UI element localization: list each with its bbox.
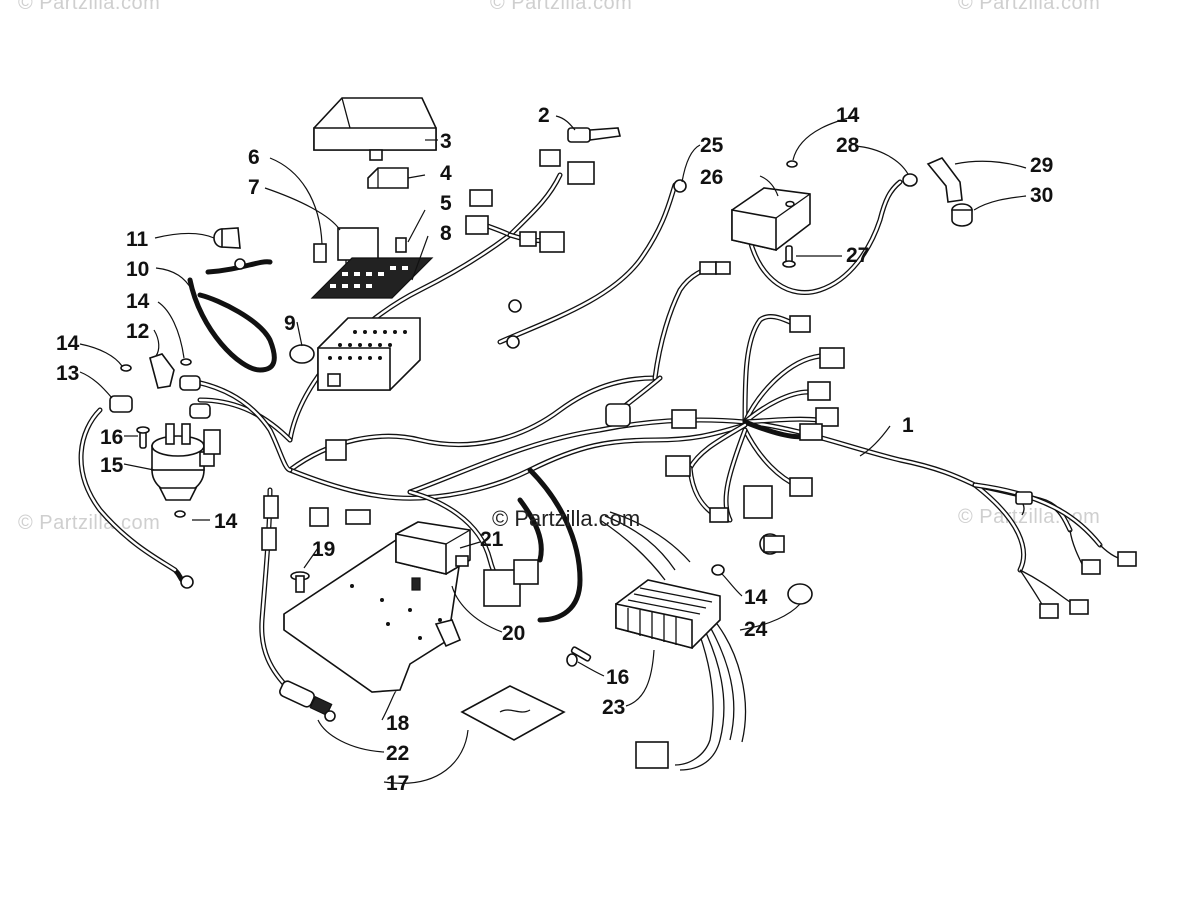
connector-b — [567, 161, 595, 185]
relay-21 — [395, 521, 471, 576]
connector-2 — [567, 127, 621, 143]
callout-24: 24 — [744, 618, 768, 641]
callout-3: 3 — [440, 130, 452, 153]
clip-ring — [289, 344, 315, 364]
callout-29: 29 — [1030, 154, 1053, 177]
parts — [109, 97, 1137, 769]
callout-20: 20 — [502, 622, 525, 645]
right-connectors — [605, 261, 845, 555]
callout-14-left: 14 — [56, 332, 80, 355]
voltage-regulator — [615, 579, 721, 650]
washer-14-left — [120, 364, 132, 372]
callout-13: 13 — [56, 362, 79, 385]
callout-1: 1 — [902, 414, 914, 437]
callout-7: 7 — [248, 176, 260, 199]
watermark-center: © Partzilla.com — [492, 506, 640, 531]
callout-22: 22 — [386, 742, 409, 765]
callout-26: 26 — [700, 166, 723, 189]
connector-e — [519, 231, 537, 247]
left-connectors — [203, 429, 371, 551]
push-rivet-19 — [290, 571, 310, 593]
terminal-boot-12 — [149, 353, 175, 389]
terminal-boot — [213, 227, 241, 249]
clip-24 — [787, 583, 813, 605]
callout-21: 21 — [480, 528, 504, 551]
callout-numbers: 1 2 3 4 5 6 7 8 9 10 11 12 13 14 14 14 1… — [56, 104, 1053, 795]
sleeve-28 — [902, 173, 918, 187]
fuse-box-cover — [313, 97, 437, 161]
fuse-block-base — [317, 317, 421, 391]
callout-9: 9 — [284, 312, 296, 335]
connector-d — [465, 215, 489, 235]
connector-a — [539, 149, 561, 167]
bolt-16a — [136, 426, 150, 449]
cdi-module — [731, 187, 811, 252]
callout-17: 17 — [386, 772, 409, 795]
callout-18: 18 — [386, 712, 410, 735]
callout-28: 28 — [836, 134, 860, 157]
washer-14-left-2 — [180, 358, 192, 366]
washer-14-bottom — [174, 510, 186, 518]
callout-8: 8 — [440, 222, 452, 245]
callout-19: 19 — [312, 538, 335, 561]
callout-6: 6 — [248, 146, 260, 169]
callout-25: 25 — [700, 134, 724, 157]
watermark-top-center: © Partzilla.com — [490, 0, 633, 14]
bolt-16b — [566, 646, 592, 667]
connector-c — [469, 189, 493, 207]
ring-terminals — [109, 179, 687, 589]
watermark-mid-left: © Partzilla.com — [18, 512, 161, 534]
callout-14-bottom-left: 14 — [214, 510, 238, 533]
callout-15: 15 — [100, 454, 124, 477]
sensor-22 — [279, 680, 336, 722]
callout-16-left: 16 — [100, 426, 123, 449]
callout-11: 11 — [126, 228, 149, 251]
callout-27: 27 — [846, 244, 869, 267]
callout-10: 10 — [126, 258, 149, 281]
connector-20b — [513, 559, 539, 585]
callout-14-top-right: 14 — [836, 104, 860, 127]
callout-2: 2 — [538, 104, 550, 127]
callout-4: 4 — [440, 162, 452, 185]
washer-14-top — [786, 160, 798, 168]
callout-5: 5 — [440, 192, 452, 215]
starter-solenoid — [151, 423, 215, 501]
elbow-boot-29 — [926, 157, 963, 203]
callout-14-mid: 14 — [744, 586, 768, 609]
leader-lines — [79, 115, 1027, 784]
callout-14-top-left: 14 — [126, 290, 150, 313]
bolt-27 — [782, 245, 796, 268]
relay-block — [313, 227, 407, 268]
callout-23: 23 — [602, 696, 625, 719]
decal-17 — [460, 685, 566, 741]
watermark-top-right: © Partzilla.com — [958, 0, 1101, 14]
callout-16-lower: 16 — [606, 666, 629, 689]
battery-tray — [283, 539, 462, 693]
connector-f — [539, 231, 565, 253]
wire-harness — [78, 172, 1129, 771]
callout-12: 12 — [126, 320, 149, 343]
far-right-connectors — [1015, 491, 1137, 619]
nut-14 — [711, 564, 725, 576]
regulator-plug — [635, 741, 669, 769]
cap-30 — [951, 203, 973, 227]
callout-30: 30 — [1030, 184, 1053, 207]
watermark-top-left: © Partzilla.com — [18, 0, 161, 14]
relay-small — [367, 167, 409, 189]
fuse-panel — [310, 257, 434, 299]
